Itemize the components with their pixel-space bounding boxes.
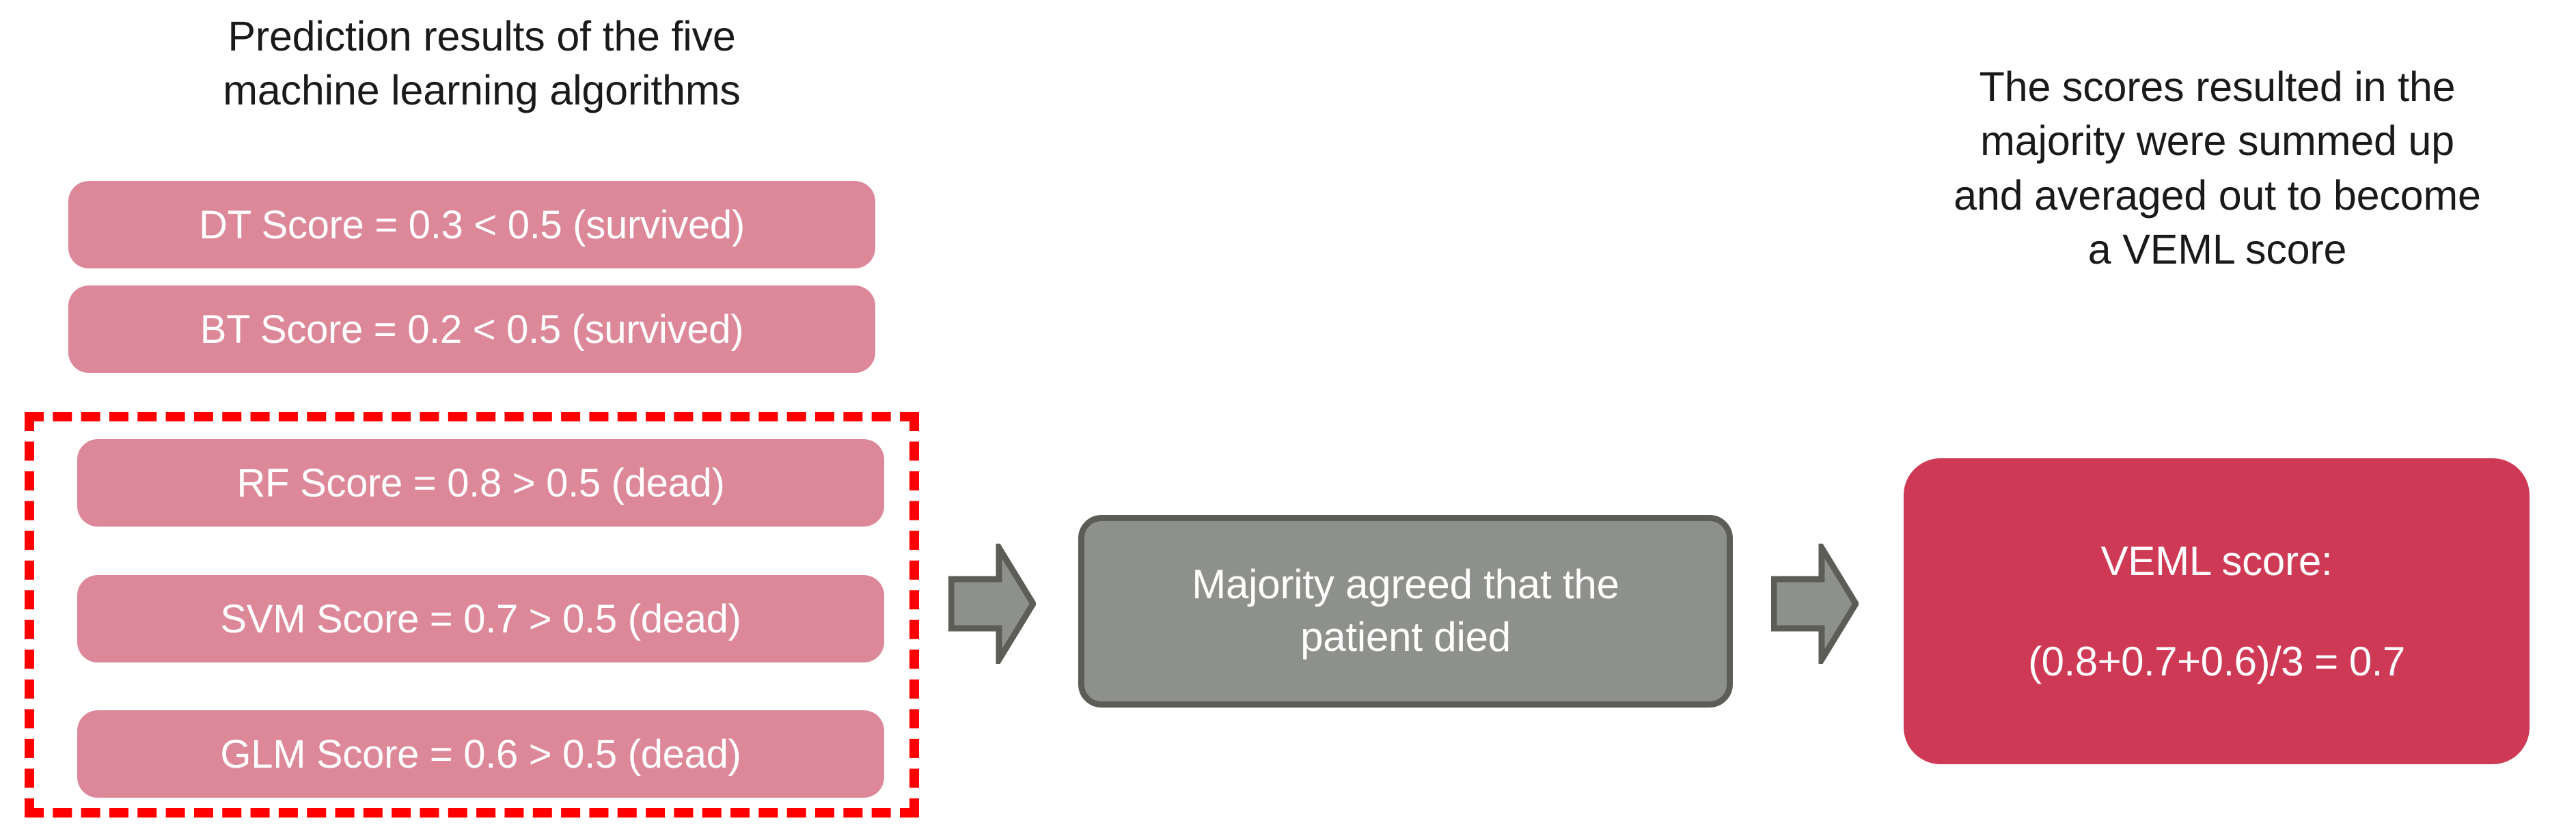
score-box-glm[interactable]: GLM Score = 0.6 > 0.5 (dead) (77, 710, 884, 798)
score-box-bt[interactable]: BT Score = 0.2 < 0.5 (survived) (68, 285, 875, 373)
score-box-dt[interactable]: DT Score = 0.3 < 0.5 (survived) (68, 181, 875, 268)
left-panel-heading: Prediction results of the five machine l… (223, 13, 741, 114)
score-box-svm[interactable]: SVM Score = 0.7 > 0.5 (dead) (77, 575, 884, 662)
veml-score-title: VEML score: (2100, 538, 2333, 584)
conclusion-box[interactable]: Majority agreed that the patient died (1078, 515, 1733, 708)
score-box-svm-label: SVM Score = 0.7 > 0.5 (dead) (220, 596, 741, 641)
right-panel-heading: The scores resulted in the majority were… (1954, 64, 2481, 273)
veml-score-formula: (0.8+0.7+0.6)/3 = 0.7 (2028, 639, 2405, 684)
score-box-rf-label: RF Score = 0.8 > 0.5 (dead) (236, 460, 725, 505)
score-box-bt-label: BT Score = 0.2 < 0.5 (survived) (200, 307, 744, 352)
score-box-dt-label: DT Score = 0.3 < 0.5 (survived) (199, 202, 745, 247)
arrow-right-icon-to-conclusion (948, 544, 1036, 664)
conclusion-box-label: Majority agreed that the patient died (1192, 561, 1619, 660)
score-box-rf[interactable]: RF Score = 0.8 > 0.5 (dead) (77, 439, 884, 527)
arrow-right-icon-to-veml (1771, 544, 1859, 664)
veml-score-box[interactable]: VEML score: (0.8+0.7+0.6)/3 = 0.7 (1904, 458, 2530, 764)
score-box-glm-label: GLM Score = 0.6 > 0.5 (dead) (220, 731, 741, 777)
